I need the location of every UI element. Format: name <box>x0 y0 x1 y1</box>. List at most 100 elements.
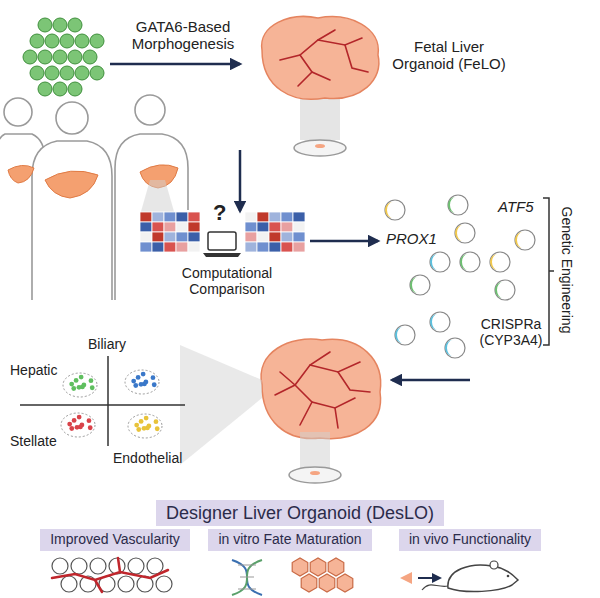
heatmap-cell <box>176 212 188 222</box>
engineered-cell <box>385 200 405 220</box>
engineered-cell <box>430 252 450 272</box>
heatmap-cell <box>245 242 257 252</box>
zoom-beam <box>300 432 330 468</box>
node-text: in vivo Functionality <box>409 531 531 549</box>
heatmap-cell <box>188 222 200 232</box>
stem-cell <box>60 66 74 80</box>
heatmap-cell <box>140 222 152 232</box>
stem-cell <box>68 50 82 64</box>
flow-arrow <box>239 150 242 211</box>
engineered-cell <box>495 280 515 300</box>
stem-cell <box>68 18 82 32</box>
heatmap-cell <box>164 212 176 222</box>
heatmap-cell <box>281 212 293 222</box>
stem-cell <box>38 18 52 32</box>
engineering-box: PROX1ATF5CRISPRa (CYP3A4)Genetic Enginee… <box>380 190 580 362</box>
node-text: Fetal Liver Organoid (FeLO) <box>385 38 513 73</box>
heatmap-cell <box>257 222 269 232</box>
stem-cell <box>53 50 67 64</box>
engineered-cell <box>455 223 475 243</box>
fetal-organoid <box>262 17 379 100</box>
zoom-beam <box>140 180 175 215</box>
feature-band: in vivo Functionality <box>399 529 541 551</box>
heatmap-cell <box>257 212 269 222</box>
heatmap-cell <box>293 212 305 222</box>
engineered-cell <box>445 338 465 358</box>
heatmap-cell <box>281 242 293 252</box>
title-band: Designer Liver Organoid (DesLO) <box>156 500 444 527</box>
stem-cell <box>30 34 44 48</box>
heatmap-cell <box>269 242 281 252</box>
heatmap-cell <box>269 212 281 222</box>
vascularity-icon <box>52 558 172 592</box>
cluster-label: Hepatic <box>10 362 57 378</box>
organoid-label-box: Fetal Liver Organoid (FeLO) <box>230 10 515 110</box>
organoid-vessels <box>280 30 368 86</box>
heatmap-cell <box>152 222 164 232</box>
flow-arrow <box>310 240 378 243</box>
engineering-arrow <box>392 379 470 382</box>
dna-icon <box>232 560 262 595</box>
engineered-cell <box>448 195 468 215</box>
node-text: Designer Liver Organoid (DesLO) <box>166 502 434 525</box>
heatmap-cell <box>152 212 164 222</box>
morphogenesis-arrow <box>110 63 240 66</box>
stem-cell <box>30 66 44 80</box>
zoom-beam <box>300 95 340 140</box>
heatmap-cell <box>257 242 269 252</box>
heatmap-cell <box>176 222 188 232</box>
heatmap-cell <box>245 222 257 232</box>
human-silhouettes <box>0 95 188 300</box>
engineered-cell <box>395 325 415 345</box>
heatmap-cell <box>245 212 257 222</box>
stem-cell <box>53 82 67 96</box>
stem-cell <box>38 50 52 64</box>
heatmap-cell <box>293 222 305 232</box>
axis-label: Endothelial <box>113 450 182 466</box>
laptop <box>203 232 241 257</box>
engineered-cell <box>515 230 535 250</box>
stem-cells <box>23 18 104 96</box>
node-text: ATF5 <box>498 198 534 215</box>
axis-label: Biliary <box>88 336 126 352</box>
heatmap-cell <box>164 222 176 232</box>
mouse-icon <box>400 561 518 592</box>
stem-cell <box>60 34 74 48</box>
heatmap-cell <box>257 232 269 242</box>
feature-band: in vitro Fate Maturation <box>208 529 371 551</box>
heatmap-cell <box>293 242 305 252</box>
heatmap-cell <box>176 232 188 242</box>
heatmap-cell <box>188 242 200 252</box>
heatmap-cell <box>281 232 293 242</box>
engineered-cell <box>460 252 480 272</box>
node-text: Improved Vascularity <box>50 531 180 549</box>
stem-cell <box>90 66 104 80</box>
liver <box>8 165 34 183</box>
dish-organoid <box>310 471 320 475</box>
stem-cell <box>75 34 89 48</box>
stem-cell <box>23 50 37 64</box>
heatmap-cell <box>281 222 293 232</box>
engineered-cell <box>430 312 450 332</box>
node-text: CRISPRa (CYP3A4) <box>468 316 554 348</box>
node-text: in vitro Fate Maturation <box>218 531 361 549</box>
stem-cell <box>83 50 97 64</box>
stem-cell <box>90 34 104 48</box>
engineered-cell <box>410 275 430 295</box>
heatmap-cell <box>140 242 152 252</box>
hepatocyte-icon <box>292 558 353 592</box>
dish-organoid <box>315 144 325 148</box>
designer-organoid <box>261 339 381 438</box>
question-mark: ? <box>213 200 226 225</box>
heatmap-cell <box>152 232 164 242</box>
heatmap-cell <box>269 232 281 242</box>
stem-cell <box>45 34 59 48</box>
heatmap-cell <box>152 242 164 252</box>
bracket <box>543 198 554 345</box>
stem-cell <box>53 18 67 32</box>
zoom-beam <box>180 345 262 465</box>
node-text: Computational Comparison <box>170 265 284 297</box>
heatmap-cell <box>164 232 176 242</box>
